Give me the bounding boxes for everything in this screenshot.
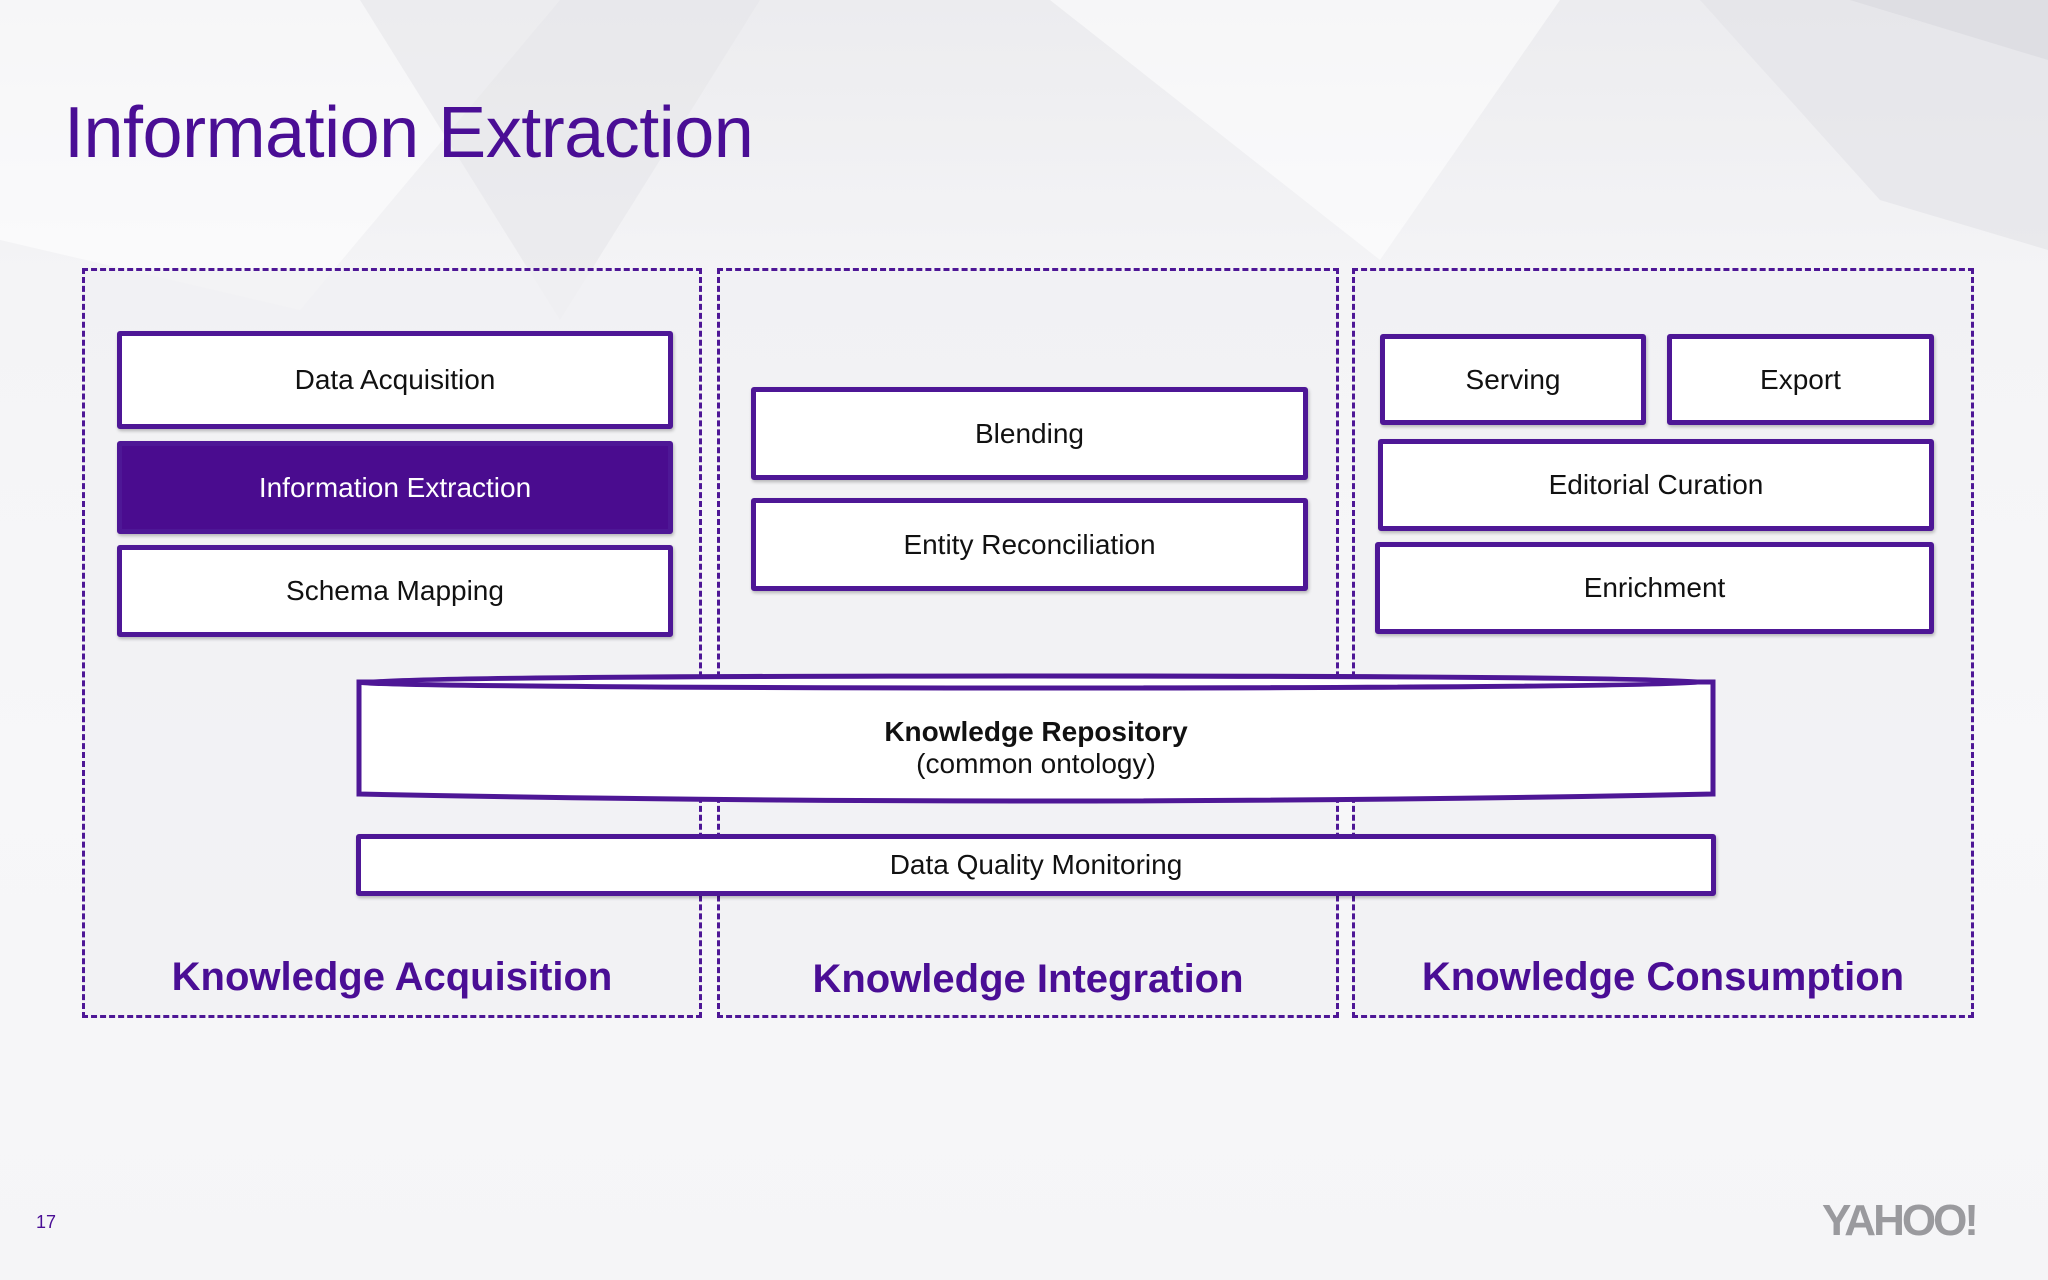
page-number: 17: [36, 1212, 57, 1232]
enrichment-box: Enrichment: [1375, 542, 1934, 634]
yahoo-logo: YAHOO!: [1822, 1196, 1979, 1245]
data-quality-monitoring-box: Data Quality Monitoring: [356, 834, 1716, 896]
knowledge-acquisition-label: Knowledge Acquisition: [171, 955, 613, 999]
data-acquisition-box: Data Acquisition: [117, 331, 673, 429]
knowledge-integration-panel: Knowledge Integration: [717, 268, 1339, 1018]
repository-subtitle: (common ontology): [916, 748, 1156, 779]
slide-title: Information Extraction: [64, 93, 754, 173]
knowledge-consumption-label: Knowledge Consumption: [1421, 955, 1905, 999]
export-box: Export: [1667, 334, 1934, 425]
knowledge-repository: Knowledge Repository (common ontology): [356, 672, 1716, 808]
repository-title: Knowledge Repository: [884, 716, 1188, 747]
repository-cylinder-shape: [356, 673, 1716, 804]
entity-reconciliation-box: Entity Reconciliation: [751, 498, 1308, 591]
serving-box: Serving: [1380, 334, 1646, 425]
schema-mapping-box: Schema Mapping: [117, 545, 673, 637]
editorial-curation-box: Editorial Curation: [1378, 439, 1934, 531]
knowledge-integration-label: Knowledge Integration: [812, 957, 1244, 1001]
blending-box: Blending: [751, 387, 1308, 480]
information-extraction-box: Information Extraction: [117, 441, 673, 534]
